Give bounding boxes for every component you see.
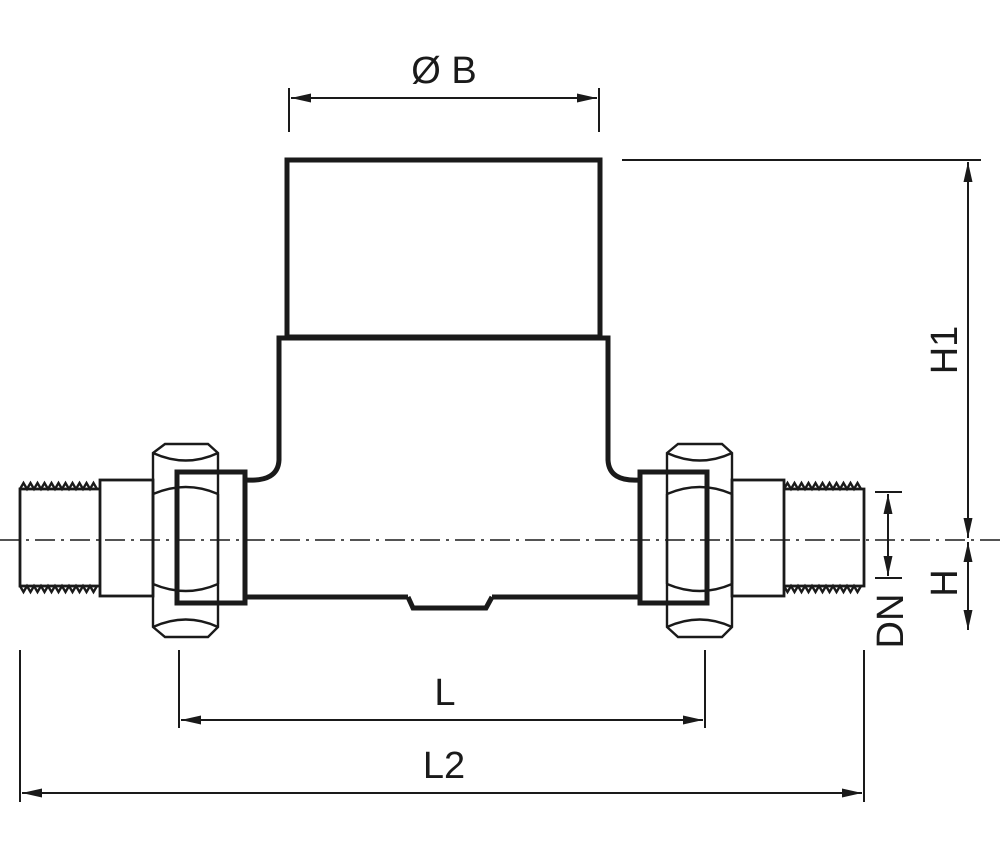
thread-crest-top: [782, 480, 863, 492]
left-union-collar: [174, 469, 248, 606]
right-tailpiece-shoulder: [730, 478, 786, 598]
left-thread-teeth: [18, 480, 99, 595]
left-tailpiece-shoulder: [98, 478, 155, 598]
right-thread-teeth: [782, 480, 863, 595]
dim-b-label: Ø B: [411, 50, 476, 92]
right-thread-outline: [784, 487, 866, 588]
thread-crest-bottom: [18, 583, 99, 595]
dim-dn-label: DN: [870, 594, 912, 649]
dim-l2-label: L2: [423, 745, 465, 787]
meter-body: [245, 335, 641, 483]
dim-l-label: L: [434, 672, 455, 714]
dim-h1-label: H1: [924, 326, 966, 375]
right-union-collar: [637, 469, 710, 606]
register-housing: [284, 157, 603, 340]
left-thread-outline: [18, 487, 100, 588]
thread-crest-bottom: [782, 583, 863, 595]
dim-h-label: H: [924, 569, 966, 596]
thread-crest-top: [18, 480, 99, 492]
meter-body-bottom-boss: [405, 595, 495, 611]
